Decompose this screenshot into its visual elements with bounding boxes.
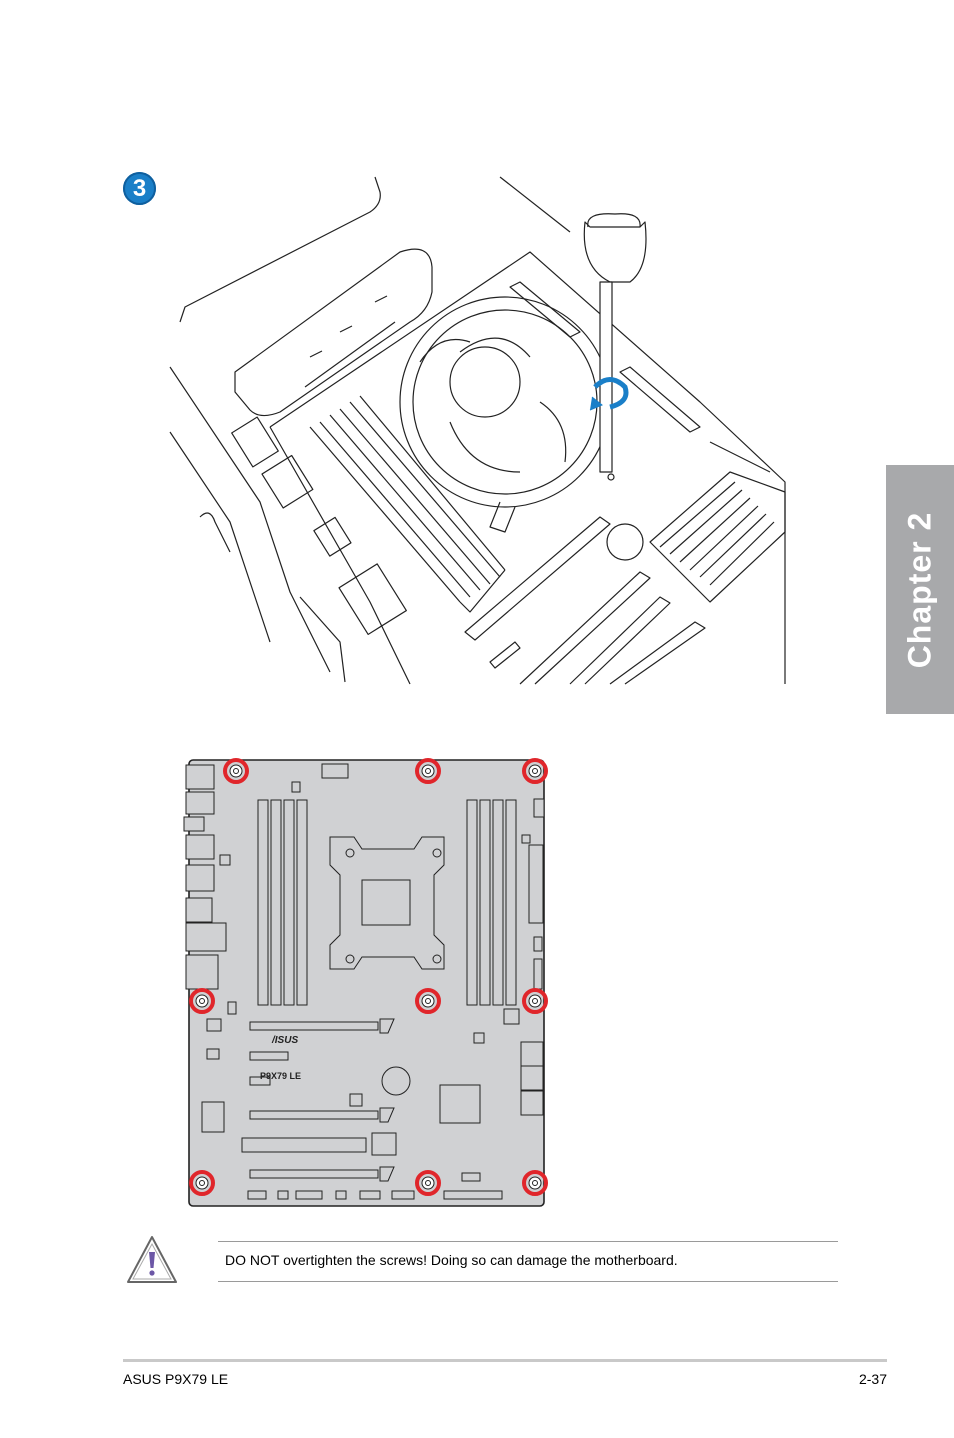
screw-hole <box>522 988 548 1014</box>
screw-hole <box>415 988 441 1014</box>
cmos-battery <box>381 1066 411 1096</box>
step-number-badge: 3 <box>123 172 156 205</box>
screw-holes <box>189 758 548 1196</box>
cmos-battery <box>606 523 644 561</box>
dimm-slots-left <box>257 799 308 1006</box>
io-shield <box>234 248 433 417</box>
cpu-socket <box>329 836 445 970</box>
screw-hole <box>522 758 548 784</box>
chapter-side-tab: Chapter 2 <box>886 465 954 714</box>
chassis-edge <box>179 176 381 323</box>
warning-rule-top <box>218 1241 838 1242</box>
screw-hole <box>415 758 441 784</box>
install-illustration <box>169 176 786 685</box>
footer-rule <box>123 1359 887 1362</box>
screw-hole <box>189 988 215 1014</box>
warning-rule-bottom <box>218 1281 838 1282</box>
screw-hole <box>522 1170 548 1196</box>
motherboard-layout-diagram: P9X79 LE /ISUS <box>183 758 548 1207</box>
screw-hole <box>415 1170 441 1196</box>
brand-logo-silkscreen: /ISUS <box>271 1035 298 1046</box>
screw-hole <box>189 1170 215 1196</box>
footer-page-number: 2-37 <box>858 1371 887 1387</box>
tighten-rotation-arrow-icon <box>589 377 629 411</box>
pcie-slots <box>464 516 706 685</box>
screw-hole <box>223 758 249 784</box>
dimm-slots-right <box>466 799 517 1006</box>
chapter-tab-label: Chapter 2 <box>901 511 938 668</box>
dimm-slots <box>309 395 506 613</box>
chipset <box>439 1084 481 1124</box>
screwdriver <box>583 213 647 481</box>
expansion-slots <box>241 1018 395 1182</box>
chipset-heatsink <box>649 471 786 603</box>
footer-product-name: ASUS P9X79 LE <box>123 1371 229 1387</box>
board-outline <box>269 251 786 684</box>
board-model-silkscreen: P9X79 LE <box>260 1071 301 1081</box>
warning-text: DO NOT overtighten the screws! Doing so … <box>225 1252 678 1268</box>
warning-triangle-icon <box>127 1236 177 1283</box>
